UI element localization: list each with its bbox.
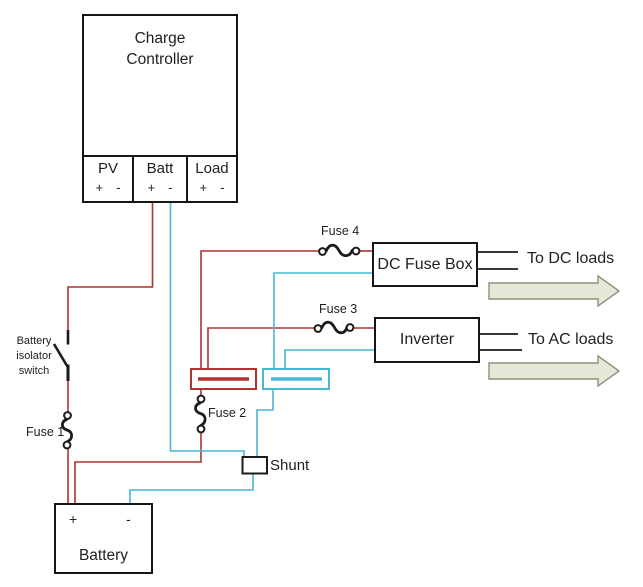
charge-controller-title-line1: Charge [134, 30, 186, 47]
terminal-batt-signs: + - [134, 181, 186, 194]
isolator-switch-label-line1: Battery [16, 335, 52, 347]
terminal-load: Load + - [188, 157, 236, 201]
isolator-switch-label-line2: isolator [16, 350, 52, 362]
charge-controller-box: Charge Controller PV + - Batt + - Load [82, 14, 238, 203]
wire-fuse2-to-battery-pos [74, 432, 202, 503]
wire-busbar-to-fuse4 [200, 250, 319, 369]
negative-wire-group [129, 203, 374, 503]
battery-minus-terminal: - [126, 511, 131, 527]
fuse1-terminal-bottom [62, 440, 72, 450]
dc-fuse-box-label: DC Fuse Box [377, 255, 473, 273]
shunt-label: Shunt [270, 457, 310, 474]
terminal-batt-plus: + [147, 180, 156, 195]
fuse1-label: Fuse 1 [26, 425, 65, 439]
terminal-batt: Batt + - [132, 157, 188, 201]
terminal-load-signs: + - [188, 181, 236, 194]
wire-busbar-to-shunt [256, 389, 274, 457]
isolator-switch-label: Battery isolator switch [5, 334, 63, 379]
terminal-load-plus: + [199, 180, 208, 195]
fuse4-terminal-right [351, 246, 361, 256]
terminal-pv-plus: + [95, 180, 104, 195]
fuse2-terminal-top [196, 394, 206, 404]
dc-fuse-box: DC Fuse Box [372, 242, 478, 287]
charge-controller-terminal-strip: PV + - Batt + - Load + - [84, 155, 236, 201]
battery-box: + - Battery [54, 503, 153, 574]
terminal-pv-minus: - [116, 180, 121, 195]
ac-loads-arrow [488, 354, 621, 388]
fuse3-terminal-right [345, 323, 355, 332]
fuse1-element [60, 417, 74, 444]
wire-shunt-to-battery-neg [129, 473, 254, 503]
fuse2-terminal-bottom [196, 424, 206, 434]
terminal-load-minus: - [220, 180, 225, 195]
isolator-switch-blade [52, 343, 70, 369]
terminal-batt-label: Batt [146, 160, 174, 177]
fuse2-label: Fuse 2 [208, 406, 247, 420]
arrow-group [488, 274, 621, 388]
battery-plus-terminal: + [69, 511, 78, 527]
ac-loads-label: To AC loads [528, 331, 614, 348]
fuse2-element [194, 401, 207, 428]
charge-controller-title: Charge Controller [84, 28, 236, 70]
arrow-stroke-group [488, 274, 621, 388]
isolator-switch-label-line3: switch [18, 365, 50, 377]
fuse1-terminal-top [63, 411, 72, 420]
wire-busbar-to-inverter [284, 349, 374, 369]
charge-controller-title-line2: Controller [126, 51, 194, 68]
fuse3-terminal-left [313, 324, 323, 333]
fuse4-element [324, 243, 354, 258]
terminal-load-label: Load [195, 160, 229, 177]
terminal-pv-signs: + - [84, 181, 132, 194]
positive-wire-group [67, 203, 374, 503]
fuse4-terminal-left [318, 247, 327, 256]
wire-batt-pos-to-isolator [67, 203, 154, 331]
inverter-box: Inverter [374, 317, 480, 363]
fuse3-label: Fuse 3 [319, 302, 358, 316]
terminal-batt-minus: - [168, 180, 173, 195]
inverter-label: Inverter [399, 331, 455, 348]
shunt-box [241, 456, 268, 475]
wire-busbar-to-fuse3 [207, 327, 315, 369]
fuse3-element [320, 320, 349, 335]
terminal-pv: PV + - [84, 157, 132, 201]
fuse4-label: Fuse 4 [321, 224, 360, 238]
wire-busbar-to-dc-fuse-box [273, 272, 372, 369]
dc-loads-label: To DC loads [527, 250, 615, 267]
battery-label: Battery [78, 547, 129, 564]
dc-loads-arrow [488, 274, 621, 308]
terminal-pv-label: PV [98, 160, 119, 177]
wire-batt-neg-to-shunt [169, 203, 245, 457]
black-symbol-group [52, 243, 522, 475]
